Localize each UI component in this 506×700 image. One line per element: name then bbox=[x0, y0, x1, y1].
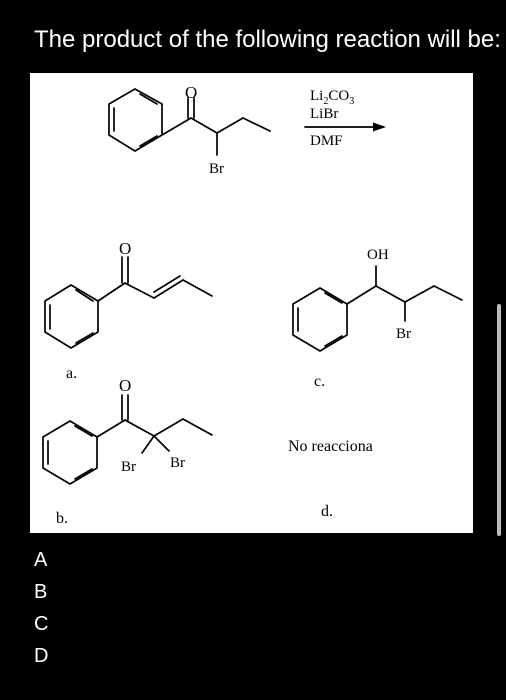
choice-b-chain-bond bbox=[124, 419, 155, 437]
choice-d: No reacciona d. bbox=[288, 438, 373, 520]
choice-c-letter: c. bbox=[314, 373, 325, 390]
choice-b-bromine-label-1: Br bbox=[121, 459, 136, 475]
choice-a-alkene-bond bbox=[153, 275, 181, 293]
choice-b-c-br-bond bbox=[153, 435, 170, 452]
choice-b-oxygen-label: O bbox=[119, 376, 131, 395]
choice-b-chain-bond bbox=[182, 418, 213, 436]
answer-option-a[interactable]: A bbox=[0, 549, 80, 579]
choice-a-ring-to-carbonyl-bond bbox=[97, 282, 126, 302]
choice-a-oxygen-label: O bbox=[119, 239, 131, 258]
choice-c-ring-inner-bond bbox=[324, 292, 343, 304]
reaction-diagram: O Br Li2CO3 LiBr DMF O a. bbox=[42, 83, 463, 527]
vertical-scrollbar[interactable] bbox=[497, 304, 501, 536]
choice-c-benzene-ring bbox=[292, 287, 348, 352]
choice-a-ring-inner-bond bbox=[75, 332, 94, 344]
choice-a-alkene-bond bbox=[153, 279, 184, 299]
choice-c-bromine-label: Br bbox=[396, 326, 411, 342]
choice-c-chain-bond bbox=[375, 285, 406, 303]
choice-b-c-br-bond bbox=[141, 435, 155, 454]
choice-d-text: No reacciona bbox=[288, 438, 373, 455]
choice-b-ring-inner-bond bbox=[74, 468, 93, 480]
answer-option-c[interactable]: C bbox=[0, 613, 80, 643]
answer-option-c-label: C bbox=[34, 613, 49, 635]
choice-a-chain-bond bbox=[124, 282, 155, 299]
answer-option-d-label: D bbox=[34, 645, 49, 667]
choice-c-chain-bond bbox=[404, 285, 435, 303]
choice-c-ring-to-carbinol-bond bbox=[346, 285, 377, 305]
choice-d-letter: d. bbox=[321, 503, 333, 520]
reagent-solvent: DMF bbox=[310, 133, 343, 149]
answer-option-d[interactable]: D bbox=[0, 645, 80, 675]
choice-b-bromine-label-2: Br bbox=[170, 455, 185, 471]
reactant-ring-to-carbonyl-bond bbox=[161, 117, 192, 136]
choice-c-hydroxyl-label: OH bbox=[367, 247, 389, 263]
reactant-benzene-ring bbox=[108, 88, 163, 152]
reactant-ring-inner-bond bbox=[139, 135, 158, 147]
reactant-chain-bond bbox=[216, 117, 244, 134]
answer-option-b[interactable]: B bbox=[0, 581, 80, 611]
reactant-structure: O Br bbox=[108, 83, 271, 177]
question-text: The product of the following reaction wi… bbox=[34, 26, 501, 53]
choice-b-ring-inner-bond bbox=[74, 425, 93, 437]
reactant-bromine-label: Br bbox=[209, 161, 224, 177]
choice-b-benzene-ring bbox=[42, 420, 98, 485]
reactant-oxygen-label: O bbox=[185, 83, 197, 102]
reagent-lithium-bromide: LiBr bbox=[310, 106, 338, 122]
choice-b-structure: O Br Br b. bbox=[42, 376, 213, 527]
choice-a-letter: a. bbox=[66, 365, 77, 382]
choice-a-structure: O a. bbox=[44, 239, 213, 382]
choice-b-ring-to-carbonyl-bond bbox=[96, 419, 126, 438]
reaction-arrow-head bbox=[373, 122, 386, 132]
reactant-chain-bond bbox=[190, 117, 218, 134]
choice-b-chain-bond bbox=[153, 418, 184, 437]
choice-c-ring-inner-bond bbox=[324, 335, 343, 347]
choice-c-structure: OH Br c. bbox=[292, 247, 463, 390]
reactant-chain-bond bbox=[242, 117, 271, 132]
choice-b-letter: b. bbox=[56, 510, 68, 527]
reaction-figure: O Br Li2CO3 LiBr DMF O a. bbox=[30, 73, 473, 533]
choice-c-chain-bond bbox=[433, 285, 463, 301]
answer-option-a-label: A bbox=[34, 549, 48, 571]
answer-option-b-label: B bbox=[34, 581, 48, 603]
choice-a-chain-bond bbox=[182, 279, 213, 297]
reagents: Li2CO3 LiBr DMF bbox=[304, 88, 386, 149]
reagent-lithium-carbonate: Li2CO3 bbox=[310, 88, 354, 107]
choice-a-ring-inner-bond bbox=[75, 289, 94, 302]
choice-a-benzene-ring bbox=[44, 284, 99, 349]
reactant-ring-inner-bond bbox=[139, 93, 158, 105]
